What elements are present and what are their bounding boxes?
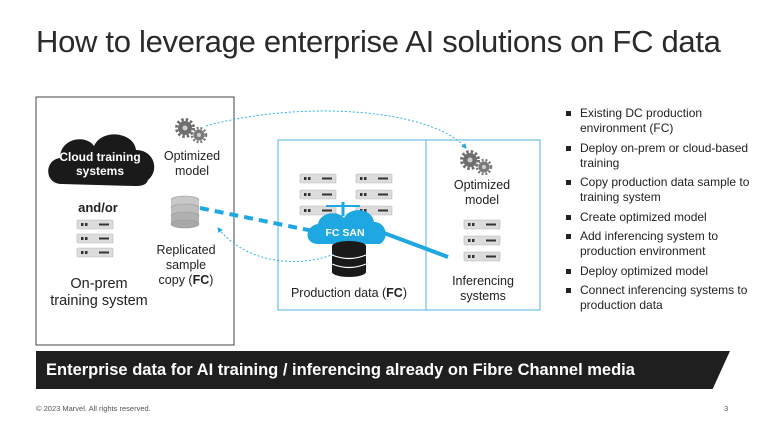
step-text: Deploy optimized model (580, 263, 709, 278)
step-item: Create optimized model (566, 210, 756, 225)
bullet-square-icon (566, 268, 571, 274)
step-text: Copy production data sample to training … (580, 175, 750, 204)
step-item: Copy production data sample to training … (566, 175, 756, 205)
optimized-model-gears-right-icon (460, 150, 493, 176)
bullet-square-icon (566, 234, 571, 239)
replication-return-arrow (217, 227, 335, 262)
onprem-training-label: On-prem training system (50, 276, 148, 309)
page-number: 3 (724, 404, 729, 413)
cloud-training-label: Cloud training systems (59, 150, 141, 178)
model-deploy-arrow (205, 110, 467, 149)
summary-banner: Enterprise data for AI training / infere… (36, 351, 730, 389)
step-text: Create optimized model (580, 209, 707, 224)
step-text: Connect inferencing systems to productio… (580, 283, 748, 312)
step-text: Deploy on-prem or cloud-based training (580, 140, 749, 170)
step-item: Connect inferencing systems to productio… (566, 283, 756, 313)
bullet-square-icon (566, 180, 571, 185)
copyright-text: © 2023 Marvel. All rights reserved. (36, 404, 151, 413)
replication-link (199, 206, 319, 234)
bullet-square-icon (566, 145, 571, 151)
fc-san-label: FC SAN (325, 227, 365, 239)
optimized-model-gears-left-icon (175, 118, 208, 144)
step-item: Existing DC production environment (FC) (566, 106, 756, 136)
cloud-icon (48, 134, 155, 186)
replicated-sample-label: Replicated sample copy (FC) (156, 243, 216, 287)
production-data-label: Production data (FC) (290, 286, 408, 300)
step-text: Add inferencing system to production env… (580, 229, 719, 258)
step-item: Deploy optimized model (566, 264, 756, 279)
onprem-boundary (35, 96, 235, 346)
onprem-server-icon (76, 219, 114, 258)
step-text: Existing DC production environment (FC) (580, 106, 703, 135)
production-server-icon (299, 173, 393, 216)
inferencing-link (375, 228, 449, 259)
inferencing-server-icon (463, 219, 501, 262)
bullet-square-icon (566, 214, 571, 220)
replicated-database-icon (170, 195, 200, 229)
bullet-square-icon (566, 288, 571, 293)
inferencing-systems-label: Inferencing systems (452, 274, 514, 303)
step-item: Add inferencing system to production env… (566, 229, 756, 259)
bullet-square-icon (566, 111, 571, 116)
production-database-icon (331, 241, 367, 277)
fc-san-cloud-icon (307, 210, 386, 244)
step-item: Deploy on-prem or cloud-based training (566, 141, 756, 171)
steps-list: Existing DC production environment (FC) D… (566, 106, 756, 318)
slide-title: How to leverage enterprise AI solutions … (36, 24, 721, 59)
and-or-label: and/or (78, 200, 118, 215)
optimized-model-right-label: Optimized model (453, 178, 511, 207)
optimized-model-left-label: Optimized model (163, 149, 221, 178)
